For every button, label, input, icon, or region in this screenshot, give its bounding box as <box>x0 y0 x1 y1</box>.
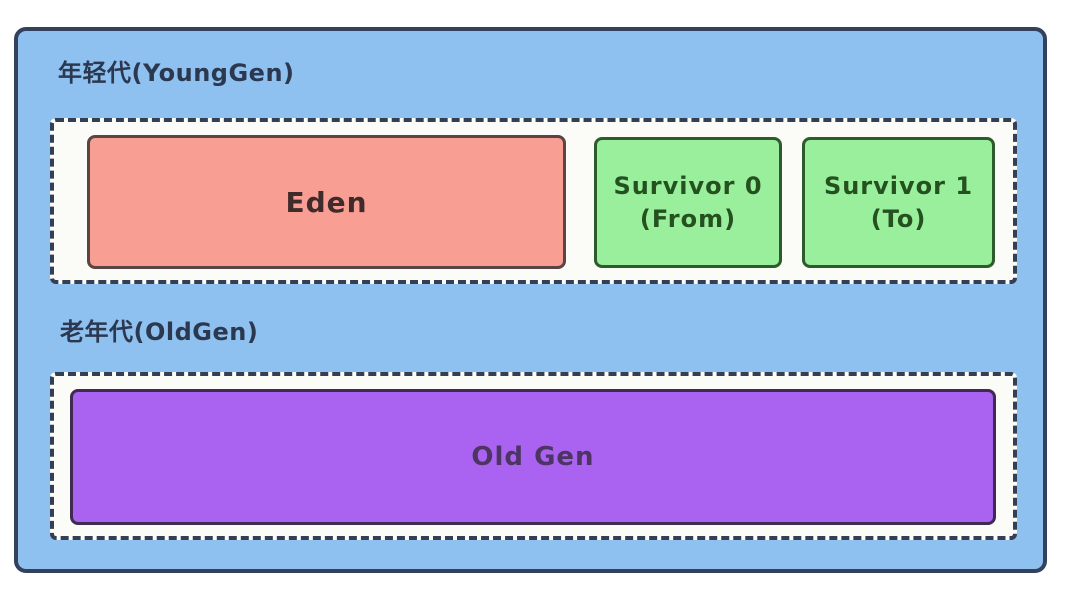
young-gen-region: Eden Survivor 0 (From) Survivor 1 (To) <box>50 118 1017 284</box>
eden-label: Eden <box>285 185 368 219</box>
eden-box: Eden <box>87 135 566 269</box>
survivor1-sublabel: (To) <box>870 204 927 233</box>
old-gen-region: Old Gen <box>50 372 1017 540</box>
survivor0-box: Survivor 0 (From) <box>594 137 782 268</box>
survivor1-label: Survivor 1 <box>823 171 974 200</box>
survivor0-sublabel: (From) <box>639 204 737 233</box>
heap-container: 年轻代(YoungGen) Eden Survivor 0 (From) Sur… <box>14 27 1047 573</box>
survivor1-box: Survivor 1 (To) <box>802 137 995 268</box>
survivor0-label: Survivor 0 <box>613 171 763 200</box>
young-gen-section-label: 年轻代(YoungGen) <box>58 59 295 87</box>
old-gen-box: Old Gen <box>70 389 996 525</box>
old-gen-label: Old Gen <box>471 442 595 472</box>
old-gen-section-label: 老年代(OldGen) <box>60 318 259 346</box>
